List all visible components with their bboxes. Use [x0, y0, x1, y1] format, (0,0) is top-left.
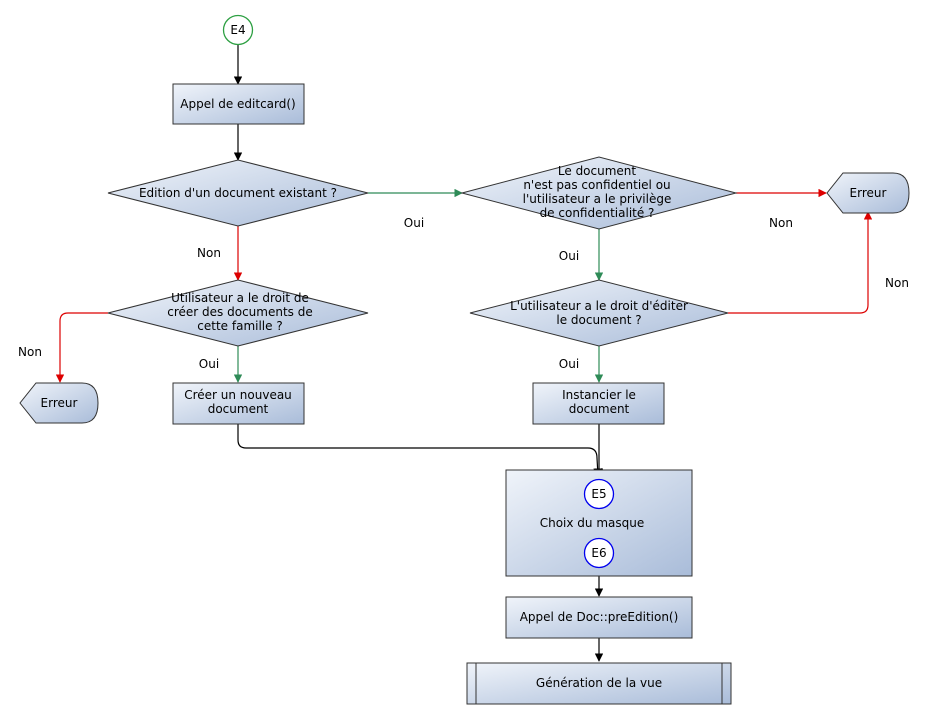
- decision-conf-line-1: Le document: [558, 164, 637, 178]
- start-connector-e4: E4: [222, 14, 254, 46]
- step-generation-label: Génération de la vue: [536, 676, 662, 690]
- decision-edit-line-2: le document ?: [556, 313, 641, 327]
- step-instantiate-line-2: document: [569, 402, 630, 416]
- decision-edit-line-1: L'utilisateur a le droit d'éditer: [510, 299, 688, 313]
- step-create-document: Créer un nouveau document: [172, 382, 305, 425]
- error-terminal-left: Erreur: [19, 382, 99, 424]
- step-preedition-label: Appel de Doc::preEdition(): [520, 610, 679, 624]
- edge-label-conf-non: Non: [769, 216, 793, 230]
- edge-label-existing-oui: Oui: [404, 216, 424, 230]
- connector-e6-label: E6: [591, 546, 606, 560]
- step-generation: Génération de la vue: [466, 662, 732, 705]
- edge-label-edit-oui: Oui: [559, 357, 579, 371]
- edge-label-create-oui: Oui: [199, 357, 219, 371]
- step-editcard-label: Appel de editcard(): [180, 97, 295, 111]
- error-terminal-right: Erreur: [826, 172, 910, 214]
- step-create-line-2: document: [208, 402, 269, 416]
- edge-label-existing-non: Non: [197, 246, 221, 260]
- decision-conf-line-2: n'est pas confidentiel ou: [523, 178, 670, 192]
- decision-right-to-create: Utilisateur a le droit de créer des docu…: [107, 279, 369, 347]
- connector-e5-label: E5: [591, 487, 606, 501]
- mask-choice-box: E5 Choix du masque E6: [505, 469, 693, 577]
- decision-existing-document: Edition d'un document existant ?: [107, 159, 369, 227]
- decision-right-to-edit: L'utilisateur a le droit d'éditer le doc…: [469, 279, 729, 347]
- edge-label-edit-non: Non: [885, 276, 909, 290]
- decision-create-line-1: Utilisateur a le droit de: [171, 291, 309, 305]
- connector-e6: [583, 537, 615, 569]
- step-preedition: Appel de Doc::preEdition(): [505, 596, 693, 639]
- step-instantiate-line-1: Instancier le: [562, 388, 636, 402]
- decision-existing-label: Edition d'un document existant ?: [139, 186, 337, 200]
- edge-create-to-mask: [237, 424, 602, 477]
- mask-choice-label: Choix du masque: [540, 516, 645, 530]
- decision-conf-line-3: l'utilisateur a le privilège: [523, 192, 672, 206]
- error-right-label: Erreur: [850, 186, 887, 200]
- step-editcard: Appel de editcard(): [172, 83, 305, 125]
- connector-e5: [583, 478, 615, 510]
- decision-conf-line-4: de confidentialité ?: [540, 206, 655, 220]
- start-label: E4: [230, 23, 245, 37]
- decision-confidentiality: Le document n'est pas confidentiel ou l'…: [460, 156, 738, 230]
- edge-label-conf-oui: Oui: [559, 249, 579, 263]
- edge-label-create-non: Non: [18, 345, 42, 359]
- step-instantiate-document: Instancier le document: [532, 382, 665, 425]
- edge-edit-non: [728, 211, 873, 314]
- decision-create-line-2: créer des documents de: [167, 305, 312, 319]
- error-left-label: Erreur: [41, 396, 78, 410]
- decision-create-line-3: cette famille ?: [197, 319, 282, 333]
- edge-create-non: [55, 312, 108, 383]
- step-create-line-1: Créer un nouveau: [184, 388, 292, 402]
